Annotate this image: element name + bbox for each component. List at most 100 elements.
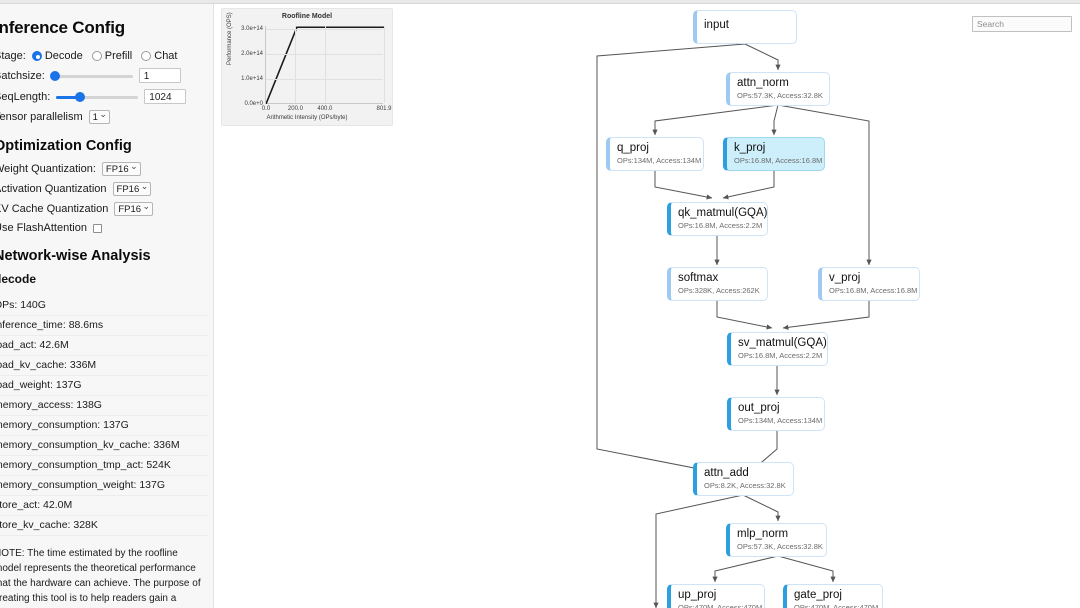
graph-node-stats: OPs:16.8M, Access:16.8M xyxy=(829,286,918,295)
graph-node-name: softmax xyxy=(678,272,719,284)
batchsize-slider-track xyxy=(50,74,133,78)
seqlength-row: SeqLength: 1024 xyxy=(0,89,208,104)
stage-radio-group: Decode Prefill Chat xyxy=(31,50,178,62)
stage-label: Stage: xyxy=(0,50,26,62)
graph-node-stats: OPs:57.3K, Access:32.8K xyxy=(737,542,823,551)
graph-node-name: input xyxy=(704,19,729,31)
graph-node-stats: OPs:16.8M, Access:2.2M xyxy=(678,221,763,230)
graph-node-stats: OPs:134M, Access:134M xyxy=(617,156,702,165)
seqlength-slider-fill xyxy=(56,95,81,99)
analysis-metric-item: OPs: 140G xyxy=(0,296,208,316)
tensor-parallelism-select[interactable]: 1 xyxy=(88,108,110,124)
stage-row: Stage: Decode Prefill Chat xyxy=(0,50,208,62)
seqlength-slider-knob[interactable] xyxy=(75,91,86,102)
batchsize-slider[interactable] xyxy=(49,70,133,82)
analysis-metric-item: memory_consumption_kv_cache: 336M xyxy=(0,436,208,456)
graph-node-name: up_proj xyxy=(678,589,717,601)
batchsize-row: Batchsize: 1 xyxy=(0,68,208,83)
window-top-chrome xyxy=(0,0,1080,4)
stage-option-chat[interactable]: Chat xyxy=(141,50,178,62)
kv-cache-quantization-label: KV Cache Quantization xyxy=(0,203,109,215)
use-flashattention-row: Use FlashAttention xyxy=(0,222,208,234)
graph-node-stats: OPs:16.8M, Access:2.2M xyxy=(738,351,823,360)
graph-node-name: attn_norm xyxy=(737,77,789,89)
chart-gridline-horizontal xyxy=(266,78,383,80)
graph-node-input[interactable]: input xyxy=(693,10,797,44)
optimization-config-heading: Optimization Config xyxy=(0,138,132,154)
chart-gridline-vertical xyxy=(295,26,297,103)
analysis-metric-item: memory_consumption_weight: 137G xyxy=(0,476,208,496)
radio-prefill-icon[interactable] xyxy=(91,51,102,61)
chart-gridline-horizontal xyxy=(266,28,383,30)
chart-y-tick-label: 2.0e+14 xyxy=(241,50,263,57)
chart-gridline-vertical xyxy=(324,26,326,103)
analysis-metric-item: load_act: 42.6M xyxy=(0,336,208,356)
network-analysis-heading: Network-wise Analysis xyxy=(0,248,151,264)
graph-node-sv_matmul[interactable]: sv_matmul(GQA) OPs:16.8M, Access:2.2M xyxy=(727,332,828,366)
chart-y-tick-label: 3.0e+14 xyxy=(241,25,263,32)
seqlength-value-input[interactable]: 1024 xyxy=(144,89,187,104)
graph-node-stats: OPs:57.3K, Access:32.8K xyxy=(737,91,823,100)
tensor-parallelism-row: Tensor parallelism 1 xyxy=(0,108,208,124)
graph-node-name: sv_matmul(GQA) xyxy=(738,337,827,349)
stage-option-prefill[interactable]: Prefill xyxy=(91,50,132,62)
weight-quantization-select[interactable]: FP16 xyxy=(101,160,141,176)
roofline-chart-card: Roofline Model Performance (OPS) Arithme… xyxy=(221,8,393,126)
batchsize-value-input[interactable]: 1 xyxy=(138,68,181,83)
analysis-note: NOTE: The time estimated by the roofline… xyxy=(0,548,201,604)
chart-x-tick-label: 400.0 xyxy=(317,106,333,112)
radio-chat-icon[interactable] xyxy=(141,51,152,61)
activation-quantization-select[interactable]: FP16 xyxy=(112,180,152,196)
search-input[interactable] xyxy=(972,16,1072,32)
seqlength-slider-track xyxy=(56,95,139,99)
chart-gridline-horizontal xyxy=(266,53,383,55)
graph-node-name: gate_proj xyxy=(794,589,842,601)
graph-node-name: q_proj xyxy=(617,142,649,154)
weight-quantization-label: Weight Quantization: xyxy=(0,163,96,175)
stage-option-chat-label: Chat xyxy=(154,50,178,62)
chart-gridline-vertical xyxy=(384,26,385,103)
graph-node-name: mlp_norm xyxy=(737,528,789,540)
stage-option-decode-label: Decode xyxy=(44,50,83,62)
use-flashattention-checkbox[interactable] xyxy=(92,223,102,233)
graph-node-stats: OPs:470M, Access:470M xyxy=(678,603,763,608)
batchsize-label: Batchsize: xyxy=(0,69,45,82)
activation-quantization-row: Activation Quantization FP16 xyxy=(0,180,208,196)
radio-decode-icon[interactable] xyxy=(31,51,42,61)
seqlength-label: SeqLength: xyxy=(0,90,51,103)
graph-node-stats: OPs:134M, Access:134M xyxy=(738,416,823,425)
analysis-metric-item: store_act: 42.0M xyxy=(0,496,208,516)
graph-node-stats: OPs:470M, Access:470M xyxy=(794,603,879,608)
analysis-metric-item: load_weight: 137G xyxy=(0,376,208,396)
graph-node-qk_matmul[interactable]: qk_matmul(GQA)OPs:16.8M, Access:2.2M xyxy=(667,202,768,236)
seqlength-slider[interactable] xyxy=(56,91,139,103)
graph-node-stats: OPs:16.8M, Access:16.8M xyxy=(734,156,823,165)
weight-quantization-row: Weight Quantization: FP16 xyxy=(0,160,208,176)
graph-node-stats: OPs:8.2K, Access:32.8K xyxy=(704,481,786,490)
batchsize-slider-knob[interactable] xyxy=(49,70,60,81)
analysis-metric-item: memory_access: 138G xyxy=(0,396,208,416)
inference-config-heading: Inference Config xyxy=(0,18,125,37)
analysis-metric-item: inference_time: 88.6ms xyxy=(0,316,208,336)
analysis-metric-item: memory_consumption: 137G xyxy=(0,416,208,436)
chart-x-tick-label: 200.0 xyxy=(287,106,303,112)
analysis-metric-item: load_kv_cache: 336M xyxy=(0,356,208,376)
chart-y-tick-label: 0.0e+0 xyxy=(244,101,263,107)
chart-y-tick-label: 1.0e+14 xyxy=(241,75,263,82)
kv-cache-quantization-select[interactable]: FP16 xyxy=(114,200,154,216)
graph-node-name: v_proj xyxy=(829,272,861,284)
chart-x-axis-label: Arithmetic Intensity (OPs/byte) xyxy=(266,115,348,121)
stage-option-decode[interactable]: Decode xyxy=(31,50,83,62)
